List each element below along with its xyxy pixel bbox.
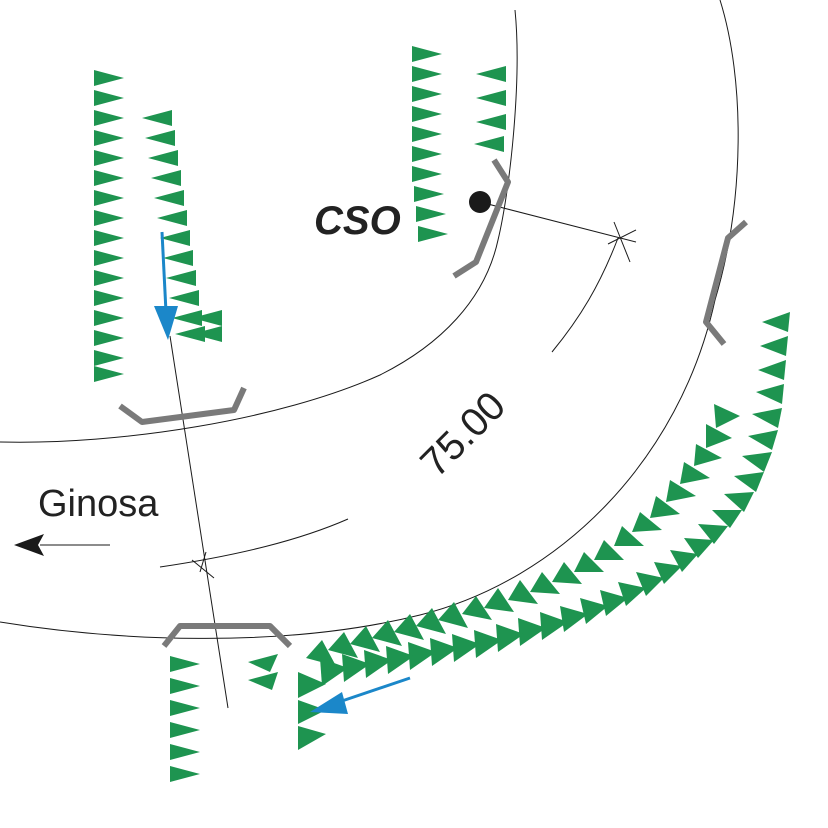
flow-arrow-west — [154, 231, 178, 340]
embankment-cso-left — [412, 46, 448, 242]
section-line-cso — [479, 201, 637, 243]
direction-arrow — [14, 534, 110, 556]
section-tick — [607, 229, 637, 245]
embankment-west-inner — [142, 110, 222, 342]
guardrail-segment — [452, 158, 511, 279]
section-tick — [199, 551, 207, 573]
road-centerline — [159, 518, 349, 568]
destination-label: Ginosa — [38, 483, 159, 525]
guardrails — [118, 158, 748, 649]
guardrail-segment — [703, 219, 748, 346]
embankment-cso-right — [474, 66, 506, 152]
section-tick — [191, 559, 215, 579]
road-edge-inner — [0, 9, 518, 443]
road-edge-outer — [0, 0, 739, 639]
embankment-curve-inner — [298, 404, 740, 750]
section-tick — [613, 221, 631, 263]
embankment-south-right — [248, 654, 278, 690]
embankment-curve-outer — [320, 312, 790, 686]
cso-label: CSO — [314, 199, 401, 243]
embankment-south-left — [170, 656, 200, 782]
road-centerline — [551, 237, 619, 353]
cso-point-marker — [469, 191, 491, 213]
embankment-west-outer — [94, 70, 124, 382]
guardrail-segment — [118, 386, 247, 425]
flow-arrow-south — [310, 676, 411, 714]
section-line-west — [169, 335, 229, 709]
radius-label-background — [325, 337, 585, 592]
guardrail-segment — [161, 623, 293, 649]
